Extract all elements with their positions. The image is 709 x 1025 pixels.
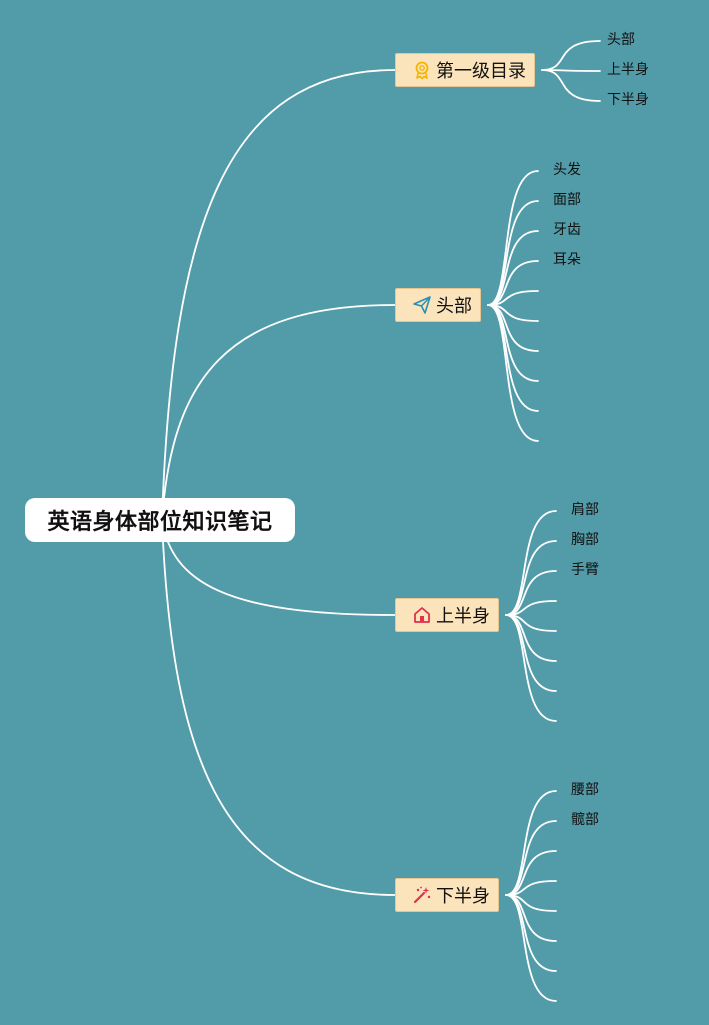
leaf-connector (505, 894, 557, 942)
root-connector-0 (161, 69, 396, 521)
branch-node-catalog[interactable]: 第一级目录 (395, 53, 535, 87)
root-connector-3 (161, 519, 396, 896)
root-title: 英语身体部位知识笔记 (47, 510, 273, 535)
leaf-node[interactable]: 耳朵 (553, 252, 581, 268)
branch-label: 头部 (436, 296, 472, 317)
leaf-connector (487, 230, 539, 306)
leaf-connector (505, 850, 557, 896)
branch-node-head[interactable]: 头部 (395, 288, 481, 322)
leaf-connector (487, 170, 539, 306)
leaf-connector (505, 820, 557, 896)
paper-plane-icon (412, 295, 432, 315)
leaf-connector (505, 614, 557, 722)
magic-wand-icon (412, 885, 432, 905)
leaf-connector (541, 69, 601, 102)
leaf-connector (505, 540, 557, 616)
leaf-node[interactable]: 头发 (553, 162, 581, 178)
leaf-node[interactable]: 腰部 (571, 782, 599, 798)
leaf-connector (541, 40, 601, 71)
leaf-node[interactable]: 胸部 (571, 532, 599, 548)
leaf-node[interactable]: 手臂 (571, 562, 599, 578)
leaf-connector (505, 894, 557, 1002)
leaf-connector (487, 304, 539, 442)
leaf-node[interactable]: 头部 (607, 32, 635, 48)
leaf-connector (505, 570, 557, 616)
leaf-connector (505, 510, 557, 616)
award-medal-icon (412, 60, 432, 80)
house-icon (412, 605, 432, 625)
leaf-node[interactable]: 面部 (553, 192, 581, 208)
leaf-connector (487, 200, 539, 306)
leaf-connector (505, 790, 557, 896)
branch-node-upper-body[interactable]: 上半身 (395, 598, 499, 632)
leaf-node[interactable]: 牙齿 (553, 222, 581, 238)
leaf-node[interactable]: 髋部 (571, 812, 599, 828)
branch-label: 第一级目录 (436, 61, 526, 82)
root-node[interactable]: 英语身体部位知识笔记 (25, 498, 295, 542)
leaf-node[interactable]: 上半身 (607, 62, 649, 78)
root-connector-1 (161, 304, 396, 521)
branch-label: 下半身 (436, 886, 490, 907)
leaf-connector (487, 260, 539, 306)
leaf-node[interactable]: 肩部 (571, 502, 599, 518)
leaf-connector (505, 614, 557, 662)
root-connector-2 (161, 519, 396, 616)
branch-label: 上半身 (436, 606, 490, 627)
leaf-node[interactable]: 下半身 (607, 92, 649, 108)
branch-node-lower-body[interactable]: 下半身 (395, 878, 499, 912)
